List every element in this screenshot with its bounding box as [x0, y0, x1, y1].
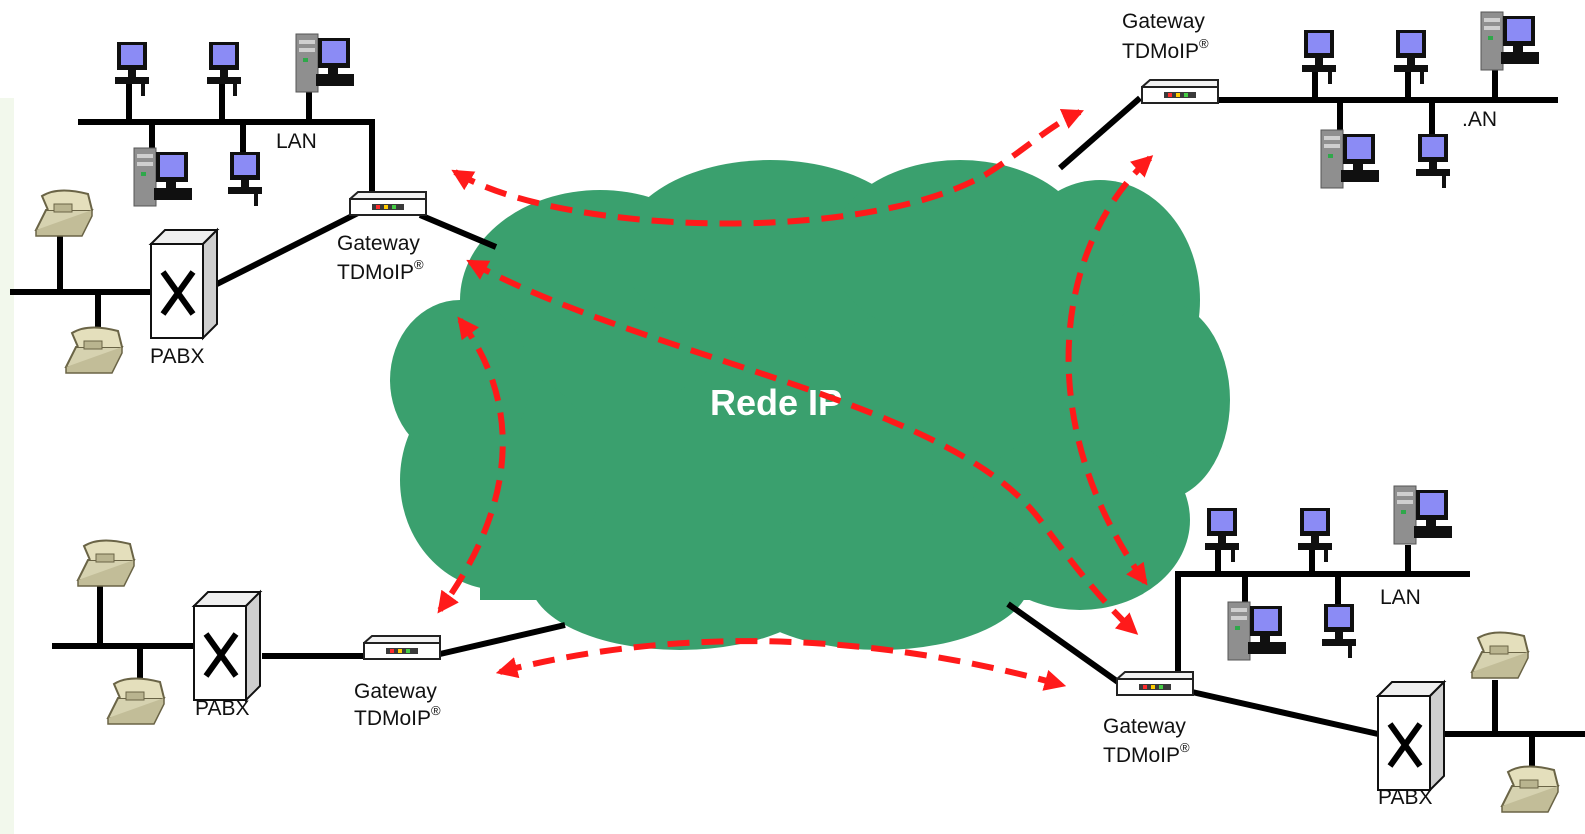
gateway-label: TDMoIP® [337, 257, 424, 284]
gateway-label: TDMoIP [354, 707, 431, 730]
pabx-switch-icon [1378, 682, 1444, 790]
cloud-label: Rede IP [710, 382, 842, 423]
gateway-label: TDMoIP® [1103, 740, 1190, 767]
telephone-icon [1471, 631, 1529, 679]
gateway-label: Gateway [1103, 715, 1186, 738]
flow-arrow [466, 259, 1139, 635]
telephone-icon [1501, 765, 1559, 813]
flow-arrow [495, 638, 1067, 691]
gateway-label: TDMoIP [1122, 40, 1199, 63]
gateway-label: TDMoIP [1103, 744, 1180, 767]
server-icon [295, 33, 355, 93]
gateway-label: Gateway [337, 232, 420, 255]
registered-mark: ® [414, 257, 424, 272]
server-icon [1480, 11, 1540, 71]
lan-label: .AN [1462, 108, 1497, 131]
traffic-flows [437, 108, 1154, 691]
flow-arrow [451, 108, 1084, 227]
lan-label: LAN [1380, 586, 1421, 609]
gateway-label: TDMoIP® [354, 703, 441, 730]
gateway-label: Gateway [1122, 10, 1205, 33]
gateway-device-icon [1141, 79, 1219, 104]
site-bottom-right: LAN Gateway TDMoIP® PABX [1006, 485, 1585, 813]
pabx-switch-icon [194, 592, 260, 700]
telephone-icon [77, 539, 135, 587]
site-top-right: Gateway TDMoIP® .AN [1058, 10, 1558, 189]
registered-mark: ® [431, 703, 441, 718]
computer-icon [1302, 30, 1336, 84]
server-icon [1227, 601, 1287, 661]
pabx-label: PABX [150, 345, 204, 368]
telephone-icon [35, 189, 93, 237]
site-top-left: LAN Gateway TDMoIP® PABX [10, 33, 498, 374]
flow-arrow [437, 316, 506, 614]
pabx-label: PABX [1378, 786, 1432, 809]
telephone-icon [107, 677, 165, 725]
gateway-label: TDMoIP [337, 261, 414, 284]
gateway-device-icon [349, 191, 427, 216]
lan-label: LAN [276, 130, 317, 153]
computer-icon [1416, 134, 1450, 188]
pabx-switch-icon [151, 230, 217, 338]
gateway-label: Gateway [354, 680, 437, 703]
server-icon [1320, 129, 1380, 189]
left-panel [0, 98, 14, 834]
registered-mark: ® [1180, 740, 1190, 755]
computer-icon [228, 152, 262, 206]
pabx-label: PABX [195, 697, 249, 720]
gateway-device-icon [1116, 671, 1194, 696]
gateway-label: TDMoIP® [1122, 36, 1209, 63]
computer-icon [1322, 604, 1356, 658]
gateway-device-icon [363, 635, 441, 660]
flow-arrow [1065, 155, 1154, 586]
telephone-icon [65, 326, 123, 374]
registered-mark: ® [1199, 36, 1209, 51]
computer-icon [1205, 508, 1239, 562]
server-icon [1393, 485, 1453, 545]
site-bottom-left: PABX Gateway TDMoIP® [52, 539, 566, 730]
server-icon [133, 147, 193, 207]
